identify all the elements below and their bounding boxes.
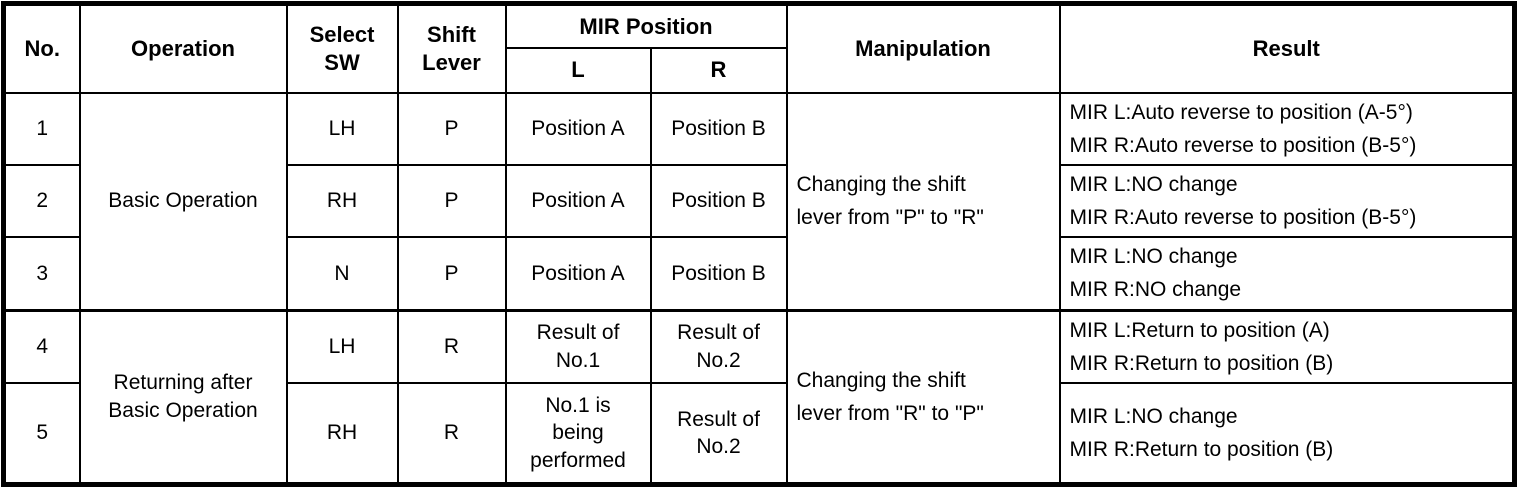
cell-operation-group: Returning after Basic Operation <box>78 308 288 486</box>
cell-no: 2 <box>2 163 81 239</box>
cell-mir-r: Position B <box>649 236 788 312</box>
table-row: 5 RH R No.1 is being performed Result of… <box>2 381 1516 486</box>
cell-shift-lever: P <box>396 91 507 166</box>
col-header-mir-r: R <box>649 46 788 94</box>
cell-shift-lever: P <box>396 236 507 312</box>
cell-result: MIR L:NO change MIR R:NO change <box>1058 236 1516 312</box>
cell-mir-l: Position A <box>504 163 652 239</box>
cell-manipulation-group: Changing the shift lever from "R" to "P" <box>785 308 1061 486</box>
table-row: 2 RH P Position A Position B MIR L:NO ch… <box>2 163 1516 239</box>
col-header-result: Result <box>1058 2 1516 94</box>
col-header-select-sw: Select SW <box>285 2 399 94</box>
cell-mir-l: Position A <box>504 91 652 166</box>
col-header-shift-lever: Shift Lever <box>396 2 507 94</box>
cell-result: MIR L:Return to position (A) MIR R:Retur… <box>1058 308 1516 384</box>
cell-mir-r: Result of No.2 <box>649 381 788 486</box>
col-header-no: No. <box>2 2 81 94</box>
cell-select-sw: LH <box>285 91 399 166</box>
cell-result: MIR L:NO change MIR R:Return to position… <box>1058 381 1516 486</box>
table-header: No. Operation Select SW Shift Lever MIR … <box>2 2 1516 94</box>
cell-mir-r: Position B <box>649 91 788 166</box>
cell-no: 1 <box>2 91 81 166</box>
table-row: 3 N P Position A Position B MIR L:NO cha… <box>2 236 1516 312</box>
cell-select-sw: LH <box>285 308 399 384</box>
cell-mir-l: No.1 is being performed <box>504 381 652 486</box>
header-row-top: No. Operation Select SW Shift Lever MIR … <box>2 2 1516 94</box>
cell-no: 5 <box>2 381 81 486</box>
cell-shift-lever: R <box>396 308 507 384</box>
table-row: 4 Returning after Basic Operation LH R R… <box>2 308 1516 486</box>
cell-mir-l: Position A <box>504 236 652 312</box>
col-header-manipulation: Manipulation <box>785 2 1061 94</box>
cell-manipulation-group: Changing the shift lever from "P" to "R" <box>785 91 1061 312</box>
cell-no: 3 <box>2 236 81 312</box>
cell-select-sw: RH <box>285 163 399 239</box>
cell-result: MIR L:Auto reverse to position (A-5°) MI… <box>1058 91 1516 166</box>
table-row: 1 Basic Operation LH P Position A Positi… <box>2 91 1516 312</box>
header-row-sub: L R <box>4 46 1515 94</box>
cell-shift-lever: P <box>396 163 507 239</box>
cell-mir-r: Position B <box>649 163 788 239</box>
col-header-mir-position: MIR Position <box>504 2 788 49</box>
col-header-operation: Operation <box>78 2 288 94</box>
cell-mir-r: Result of No.2 <box>649 308 788 384</box>
cell-shift-lever: R <box>396 381 507 486</box>
cell-no: 4 <box>2 308 81 384</box>
cell-mir-l: Result of No.1 <box>504 308 652 384</box>
cell-select-sw: RH <box>285 381 399 486</box>
cell-result: MIR L:NO change MIR R:Auto reverse to po… <box>1058 163 1516 239</box>
cell-select-sw: N <box>285 236 399 312</box>
cell-operation-group: Basic Operation <box>78 91 288 312</box>
col-header-mir-l: L <box>504 46 652 94</box>
table-body: 1 Basic Operation LH P Position A Positi… <box>2 91 1516 486</box>
